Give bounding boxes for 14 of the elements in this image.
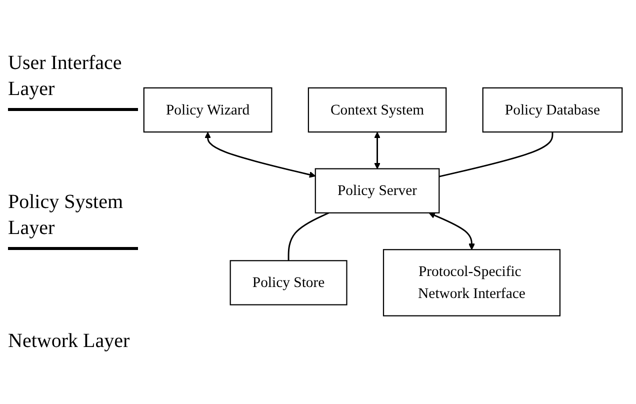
node-box: Policy Store [230, 260, 348, 306]
arrow [374, 132, 380, 170]
node-box: Context System [308, 87, 447, 133]
arrow [204, 132, 316, 178]
node-box: Policy Server [314, 168, 440, 214]
arrow [428, 212, 475, 250]
layer-label: Policy System Layer [8, 183, 138, 250]
layer-label: User Interface Layer [8, 44, 138, 111]
node-box: Policy Wizard [143, 87, 272, 133]
node-box: Protocol-Specific Network Interface [382, 249, 560, 316]
layer-label: Network Layer [8, 329, 131, 354]
connector [438, 132, 554, 178]
connector [288, 212, 330, 261]
node-box: Policy Database [482, 87, 623, 133]
